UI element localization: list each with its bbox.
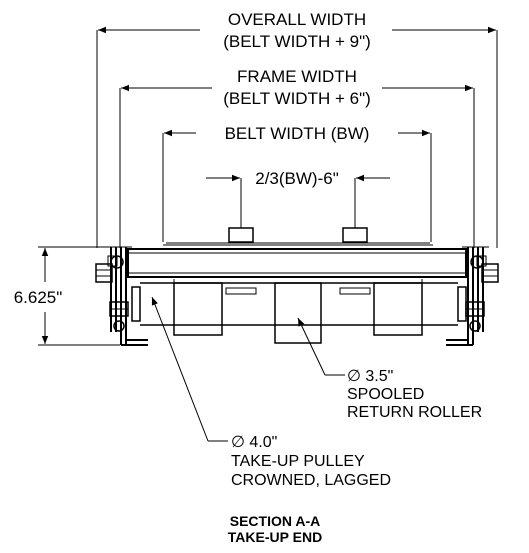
frame-width-formula: (BELT WIDTH + 6") xyxy=(223,89,371,108)
height-label: 6.625" xyxy=(14,288,63,307)
section-title: SECTION A-A xyxy=(230,513,320,529)
section-title-block: SECTION A-A TAKE-UP END xyxy=(228,513,322,545)
section-subtitle: TAKE-UP END xyxy=(228,529,322,545)
frame-width-dimension: FRAME WIDTH (BELT WIDTH + 6") xyxy=(119,67,475,248)
return-roller-name: RETURN ROLLER xyxy=(347,404,482,421)
return-roller-diameter: ∅ 3.5" xyxy=(347,368,393,385)
takeup-pulley-finish: CROWNED, LAGGED xyxy=(231,472,391,489)
frame-width-label: FRAME WIDTH xyxy=(237,67,357,86)
return-roller-callout: ∅ 3.5" SPOOLED RETURN ROLLER xyxy=(297,317,482,421)
right-slider-pad xyxy=(342,227,368,243)
overall-width-label: OVERALL WIDTH xyxy=(228,10,366,29)
left-slider-pad xyxy=(228,227,254,243)
takeup-pulley-callout: ∅ 4.0" TAKE-UP PULLEY CROWNED, LAGGED xyxy=(151,296,391,489)
takeup-pulley xyxy=(131,279,467,326)
slider-spacing-label: 2/3(BW)-6" xyxy=(255,169,339,188)
return-roller-spools xyxy=(173,282,423,344)
return-roller-type: SPOOLED xyxy=(347,386,424,403)
left-frame xyxy=(95,246,148,346)
bed-plate xyxy=(127,248,467,278)
slider-spacing-dimension: 2/3(BW)-6" xyxy=(206,169,390,228)
takeup-pulley-name: TAKE-UP PULLEY xyxy=(231,453,365,470)
conveyor-section xyxy=(95,227,499,346)
belt-width-label: BELT WIDTH (BW) xyxy=(225,124,370,143)
right-frame xyxy=(446,246,499,346)
overall-width-formula: (BELT WIDTH + 9") xyxy=(223,32,371,51)
height-dimension: 6.625" xyxy=(14,246,120,346)
belt-width-dimension: BELT WIDTH (BW) xyxy=(162,124,432,242)
overall-width-dimension: OVERALL WIDTH (BELT WIDTH + 9") xyxy=(96,10,498,248)
takeup-pulley-diameter: ∅ 4.0" xyxy=(231,434,277,451)
